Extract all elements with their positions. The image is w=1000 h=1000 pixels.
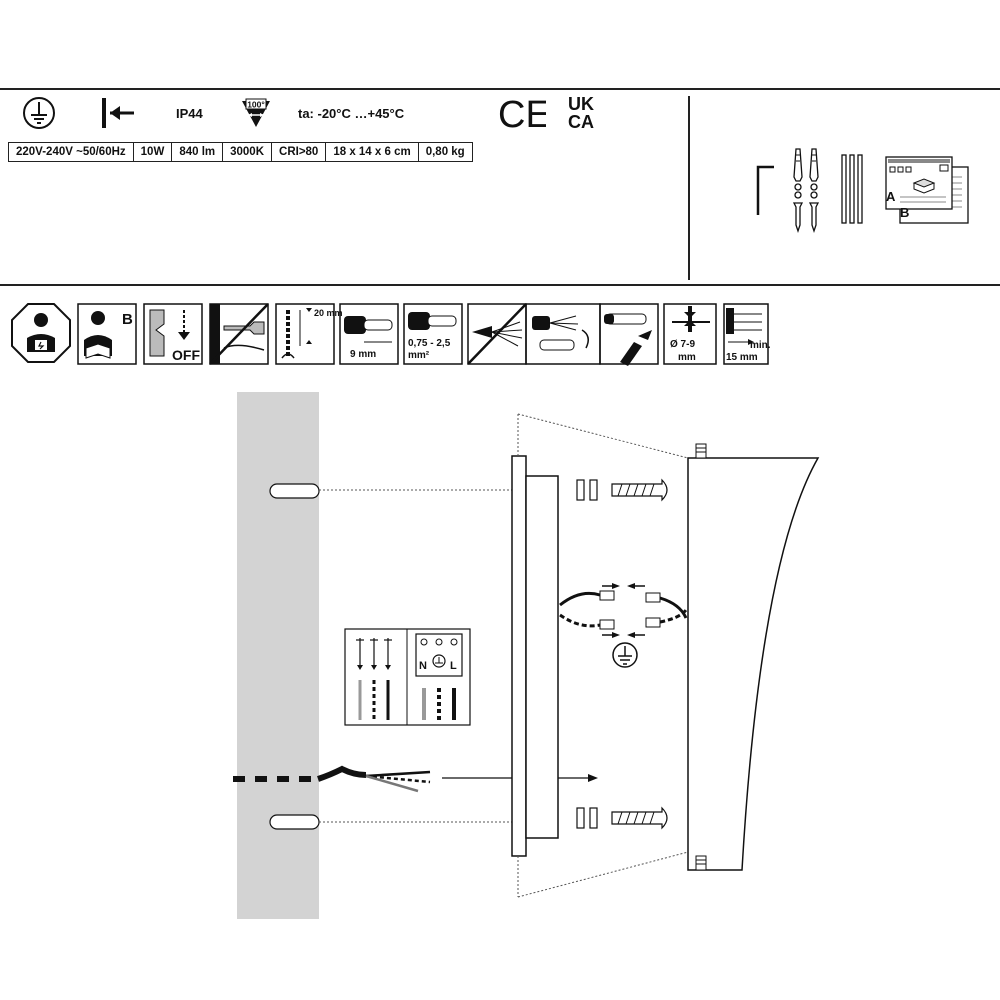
strip-min-label: min. (750, 340, 770, 351)
cable-diameter-unit: mm (678, 352, 696, 363)
drill-depth-label: 20 mm (314, 308, 343, 318)
supply-cable (233, 765, 431, 793)
wire-section-icon: 0,75 - 2,5 mm² (403, 303, 463, 365)
beam-angle-icon: 100° (242, 98, 270, 127)
power-off-label: OFF (172, 347, 200, 363)
terminal-l-label: L (450, 660, 457, 672)
spec-dimensions: 18 x 14 x 6 cm (325, 142, 419, 162)
spec-cri: CRI>80 (271, 142, 327, 162)
drill-depth-icon: 20 mm (275, 303, 343, 365)
stranded-wire-icon (467, 303, 527, 365)
manual-a-label: A (886, 189, 896, 204)
ce-mark-icon: CE (498, 94, 546, 132)
ukca-line1: UK (568, 94, 594, 114)
cable-diameter-label: Ø 7-9 (670, 339, 695, 350)
read-manual-icon: B (77, 303, 137, 365)
spec-table: 220V-240V ~50/60Hz 10W 840 lm 3000K CRI>… (8, 142, 473, 162)
no-drilling-cables-icon (209, 303, 269, 365)
spec-weight: 0,80 kg (417, 142, 473, 162)
wire-connectors (559, 583, 688, 638)
installation-steps: B OFF 20 mm 9 mm 0,75 - 2,5 mm² (11, 303, 770, 366)
screws-and-plugs-icon (792, 148, 820, 234)
spec-lumen: 840 lm (171, 142, 224, 162)
strip-length-label: 9 mm (350, 349, 376, 360)
ce-mark-text: CE (498, 94, 546, 132)
wall-mount-icon (102, 98, 134, 128)
middle-rule (0, 284, 1000, 286)
spec-power: 10W (132, 142, 173, 162)
mounting-rods-icon (841, 154, 863, 224)
wall-plug-hole-bottom (269, 814, 320, 830)
ip-rating: IP44 (176, 106, 203, 121)
screw-top (576, 478, 668, 502)
ferrule-icon (525, 303, 601, 365)
terminal-n-label: N (419, 660, 427, 672)
crimp-tool-icon (599, 303, 659, 366)
mounting-plate (511, 455, 559, 857)
manual-icon: A B (885, 156, 969, 224)
screw-bottom (576, 806, 668, 830)
installation-diagram: N L (233, 392, 820, 919)
wire-section-unit: mm² (408, 350, 430, 361)
package-contents: A B (756, 148, 969, 234)
spec-color-temp: 3000K (222, 142, 273, 162)
ukca-mark-icon: UK CA (568, 94, 594, 130)
header-divider (688, 96, 690, 280)
electrician-icon (11, 303, 71, 363)
strip-min-value: 15 mm (726, 352, 758, 363)
allen-key-icon (756, 165, 774, 215)
wall (237, 392, 319, 919)
spec-voltage: 220V-240V ~50/60Hz (8, 142, 134, 162)
sheath-strip-icon: min. 15 mm (723, 303, 770, 365)
wire-section-label: 0,75 - 2,5 (408, 338, 451, 349)
cable-gland-icon: Ø 7-9 mm (663, 303, 717, 365)
ukca-line2: CA (568, 112, 594, 130)
beam-angle-value: 100° (247, 100, 265, 110)
ground-connection-icon (612, 642, 638, 668)
wall-plug-hole-top (269, 483, 320, 499)
spec-row: 220V-240V ~50/60Hz 10W 840 lm 3000K CRI>… (8, 142, 473, 162)
top-rule (0, 88, 1000, 90)
lamp-body (687, 443, 820, 871)
temperature-range: ta: -20°C …+45°C (298, 106, 405, 121)
power-off-icon: OFF (143, 303, 203, 365)
qualified-label: B (122, 311, 133, 328)
manual-b-label: B (900, 205, 909, 220)
terminal-inset: N L (344, 628, 471, 726)
ground-symbol-icon (23, 97, 55, 129)
strip-insulation-icon: 9 mm (339, 303, 399, 365)
